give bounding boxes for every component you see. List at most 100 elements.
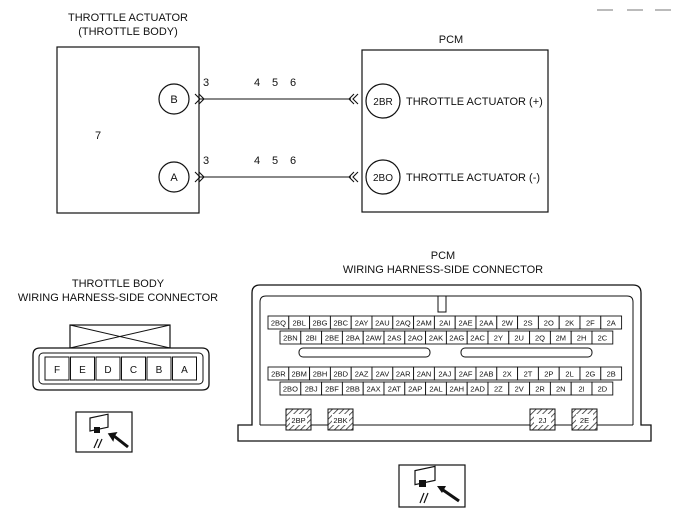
pcm-pin-label: 2AN [417, 370, 432, 379]
wire-notes-upper: 3 4 5 6 [203, 77, 296, 89]
pcm-pin-label: 2AV [376, 370, 390, 379]
wire-note: 6 [290, 77, 296, 89]
pcm-pin-label: 2BD [334, 370, 349, 379]
pcm-pin-label: 2A [607, 319, 616, 328]
pcm-pin-label: 2Q [535, 334, 545, 343]
pcm-connector-subtitle: WIRING HARNESS-SIDE CONNECTOR [343, 264, 543, 276]
pcm-pin-label: 2Y [494, 334, 503, 343]
pcm-special-pin-label: 2BP [291, 416, 305, 425]
pcm-pin-label: 2BM [291, 370, 306, 379]
pcm-pin-label: 2AW [366, 334, 383, 343]
wire-upper [194, 93, 359, 105]
pcm-special-pin-label: 2J [539, 416, 547, 425]
pcm-pin-label: 2AA [479, 319, 493, 328]
pcm-pin-label: 2O [544, 319, 554, 328]
pcm-pin-label: 2AM [416, 319, 431, 328]
pcm-label-upper: THROTTLE ACTUATOR (+) [406, 96, 543, 108]
pcm-pin-label: 2C [598, 334, 608, 343]
connector-view-icon [398, 464, 466, 508]
wire-note: 4 [254, 77, 260, 89]
actuator-section: THROTTLE ACTUATOR (THROTTLE BODY) 7 B A [56, 12, 200, 214]
pcm-pin-label: 2BE [325, 334, 339, 343]
wire-note: 5 [272, 155, 278, 167]
pcm-pin-label: 2AO [408, 334, 423, 343]
connector-pin-label: A [181, 365, 188, 376]
pcm-slot-right [460, 347, 593, 358]
pcm-pin-label: 2AB [479, 370, 493, 379]
throttle-connector-subtitle: WIRING HARNESS-SIDE CONNECTOR [18, 292, 218, 304]
pcm-pin-label: 2BA [346, 334, 360, 343]
pcm-pin-label: 2X [503, 370, 512, 379]
pcm-pin-label: 2AC [470, 334, 485, 343]
pcm-pin-label: 2M [556, 334, 566, 343]
terminal-b-circle [158, 83, 190, 115]
pcm-pin-label: 2AX [367, 385, 381, 394]
pcm-connector-title: PCM [431, 250, 455, 262]
connector-pin [121, 356, 146, 381]
pcm-pin-label: 2W [502, 319, 514, 328]
pcm-pin-label: 2B [607, 370, 616, 379]
pcm-pin-label: 2L [565, 370, 573, 379]
pcm-pin-label: 2H [577, 334, 587, 343]
pcm-pin-label: 2F [586, 319, 595, 328]
pcm-pin-label: 2G [585, 370, 595, 379]
pcm-pin-label: 2BI [306, 334, 317, 343]
wire-note: 3 [203, 155, 209, 167]
connector-pin [146, 356, 172, 381]
pcm-pin-label: 2BH [313, 370, 328, 379]
pcm-pin-label: 2I [578, 385, 584, 394]
connector-pin [95, 356, 121, 381]
pcm-pin-label: 2AP [408, 385, 422, 394]
pcm-special-pin-label: 2E [580, 416, 589, 425]
connector-view-icon [75, 411, 133, 453]
pcm-pin-label: 2P [544, 370, 553, 379]
pcm-pin-label: 2AQ [396, 319, 411, 328]
pcm-pin [600, 366, 623, 381]
pcm-pin-label: 2AU [375, 319, 390, 328]
actuator-title: THROTTLE ACTUATOR [68, 12, 188, 24]
connector-pin-label: C [130, 365, 137, 376]
pcm-terminal-upper-circle [365, 83, 401, 119]
throttle-connector-title: THROTTLE BODY [72, 278, 165, 290]
pcm-pin-label: 2BJ [305, 385, 318, 394]
actuator-box [56, 46, 200, 214]
pcm-pin-label: 2AT [388, 385, 402, 394]
connector-pin [70, 356, 95, 381]
pcm-pin-label: 2BR [271, 370, 286, 379]
pcm-pin-label: 2AE [459, 319, 473, 328]
wire-note: 5 [272, 77, 278, 89]
pcm-terminal-upper-label: 2BR [373, 97, 392, 108]
pcm-pin-label: 2BG [312, 319, 327, 328]
pcm-pin-label: 2AG [449, 334, 464, 343]
pcm-pin-label: 2AH [450, 385, 465, 394]
pcm-pin-label: 2AR [396, 370, 411, 379]
pcm-pin-label: 2N [556, 385, 566, 394]
pcm-pin-label: 2AF [459, 370, 473, 379]
pcm-pin-label: 2K [565, 319, 574, 328]
connector-pin-label: D [104, 365, 111, 376]
actuator-box-number: 7 [95, 130, 101, 142]
pcm-pin-label: 2BQ [271, 319, 286, 328]
pcm-pin-label: 2BC [334, 319, 349, 328]
pcm-pin-label: 2BN [283, 334, 298, 343]
pcm-pin-label: 2BB [346, 385, 360, 394]
pcm-slot-left [298, 347, 431, 358]
pcm-pin-label: 2BF [325, 385, 339, 394]
pcm-pin-label: 2U [514, 334, 524, 343]
pcm-pin-label: 2R [535, 385, 545, 394]
pcm-terminal-lower-circle [365, 159, 401, 195]
pcm-pin-label: 2AJ [438, 370, 451, 379]
pcm-pin-label: 2D [598, 385, 608, 394]
pcm-pin-label: 2Z [494, 385, 503, 394]
pcm-pin-label: 2S [523, 319, 532, 328]
actuator-subtitle: (THROTTLE BODY) [78, 26, 178, 38]
pcm-pin-label: 2AI [439, 319, 450, 328]
wire-note: 4 [254, 155, 260, 167]
wire-notes-lower: 3 4 5 6 [203, 155, 296, 167]
pcm-pin-label: 2AD [470, 385, 485, 394]
pcm-pin [591, 330, 614, 345]
pcm-terminal-lower-label: 2BO [373, 173, 393, 184]
